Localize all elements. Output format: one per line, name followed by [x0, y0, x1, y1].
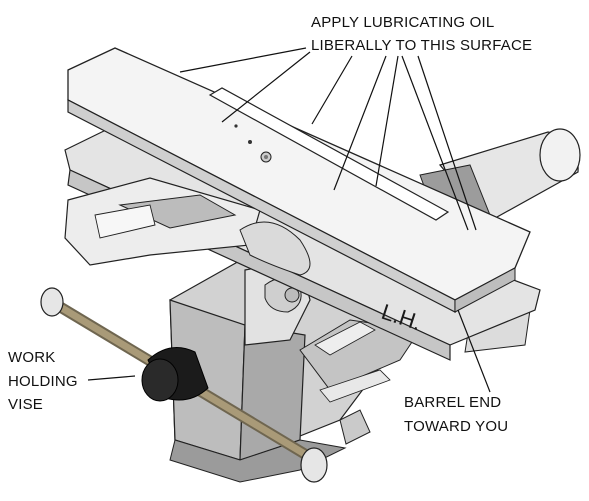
callout-vise-line2: HOLDING: [8, 373, 78, 390]
vise-knob: [141, 347, 209, 402]
callout-oil-line2: LIBERALLY TO THIS SURFACE: [311, 37, 533, 54]
leader-oil-5: [375, 55, 399, 187]
leader-oil-2: [221, 51, 311, 123]
leader-lines: [87, 47, 491, 393]
leader-oil-6: [401, 55, 469, 231]
callout-barrel-line1: BARREL END: [404, 394, 502, 411]
callout-vise-line3: VISE: [8, 396, 43, 413]
leader-barrel: [457, 309, 491, 393]
leader-oil-3: [311, 55, 353, 125]
callout-barrel-line2: TOWARD YOU: [404, 418, 509, 435]
leader-oil-7: [417, 55, 477, 231]
leader-oil-4: [333, 55, 387, 191]
top-plate: [67, 47, 531, 313]
leader-vise: [87, 375, 136, 381]
leader-oil-1: [179, 47, 307, 73]
callout-vise-line1: WORK: [8, 349, 56, 366]
bracket-arm: [64, 177, 311, 276]
callout-oil-line1: APPLY LUBRICATING OIL: [311, 14, 495, 31]
